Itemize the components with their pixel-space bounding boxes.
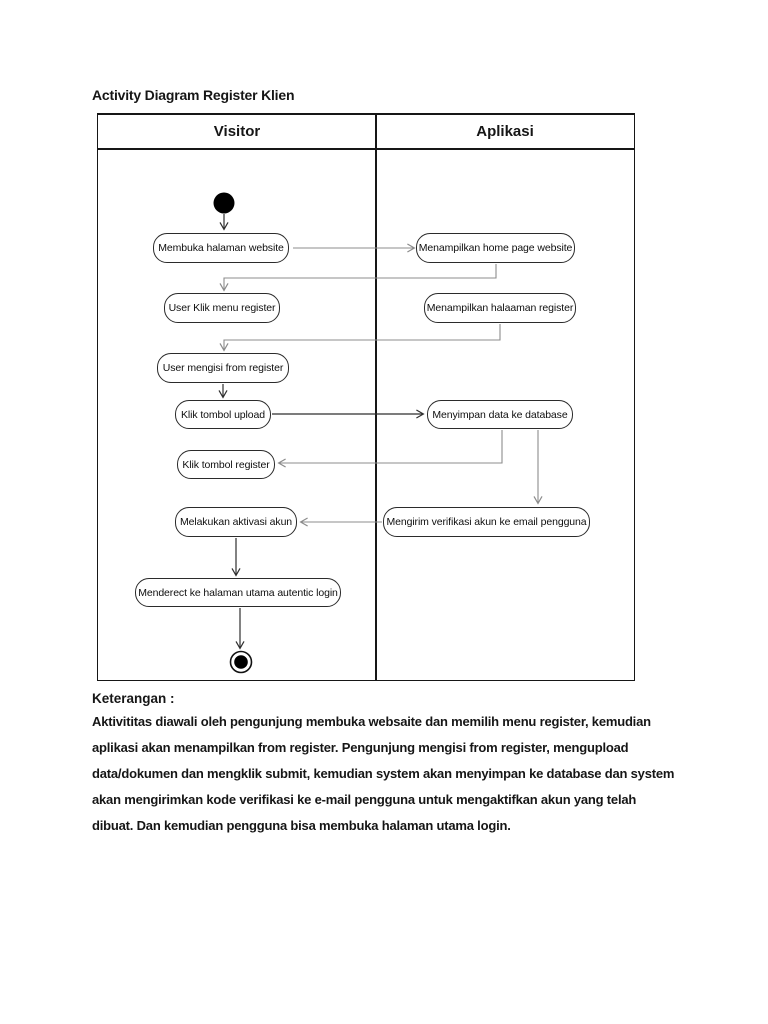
lane-header-divider-line [98, 148, 634, 150]
node-menampilkan-home-page-website: Menampilkan home page website [416, 233, 575, 263]
node-melakukan-aktivasi-akun: Melakukan aktivasi akun [175, 507, 297, 537]
page-title: Activity Diagram Register Klien [92, 87, 295, 103]
lane-divider-line [375, 115, 377, 680]
node-klik-tombol-register: Klik tombol register [177, 450, 275, 479]
node-menderect-ke-halaman-utama-autentic-login: Menderect ke halaman utama autentic logi… [135, 578, 341, 607]
node-membuka-halaman-website: Membuka halaman website [153, 233, 289, 263]
keterangan-body-text: Aktivititas diawali oleh pengunjung memb… [92, 714, 675, 833]
node-menampilkan-halaaman-register: Menampilkan halaaman register [424, 293, 576, 323]
lane-header-visitor: Visitor [213, 123, 261, 140]
keterangan-heading: Keterangan : [92, 691, 175, 706]
node-klik-tombol-upload: Klik tombol upload [175, 400, 271, 429]
node-mengirim-verifikasi-akun-ke-email-pengguna: Mengirim verifikasi akun ke email penggu… [383, 507, 590, 537]
node-user-klik-menu-register: User Klik menu register [164, 293, 280, 323]
node-user-mengisi-from-register: User mengisi from register [157, 353, 289, 383]
lane-header-aplikasi: Aplikasi [476, 123, 534, 140]
node-menyimpan-data-ke-database: Menyimpan data ke database [427, 400, 573, 429]
